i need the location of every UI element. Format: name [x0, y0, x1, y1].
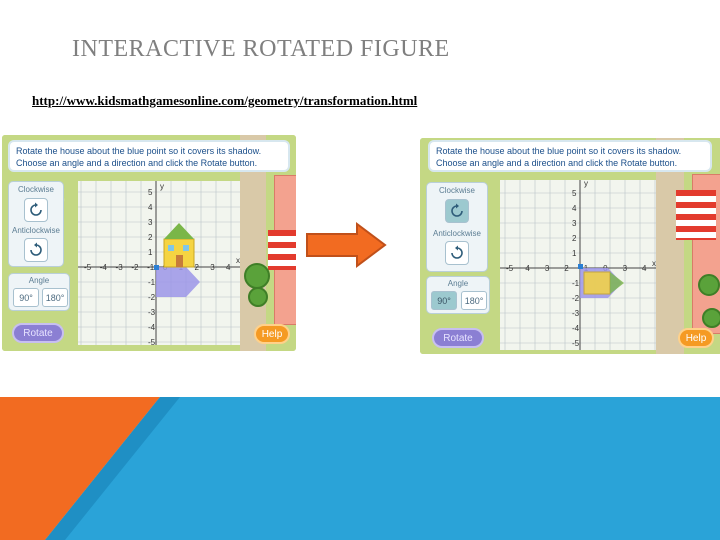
y-tick-label: -5: [572, 339, 580, 348]
angle-panel: Angle 90° 180°: [8, 273, 70, 311]
x-tick-label: -4: [100, 263, 108, 272]
angle-label: Angle: [28, 276, 50, 285]
awning: [268, 230, 296, 270]
angle-panel: Angle 90° 180°: [426, 276, 490, 314]
angle-90-button[interactable]: 90°: [431, 291, 457, 310]
slide-title: INTERACTIVE ROTATED FIGURE: [72, 36, 450, 62]
coordinate-grid: -5432103454321-1-2-3-4-5 x y: [500, 180, 656, 350]
tree: [244, 263, 270, 289]
y-tick-label: -5: [148, 338, 156, 345]
y-tick-label: 4: [572, 204, 577, 213]
house-door: [176, 255, 183, 267]
anticlockwise-label: Anticlockwise: [11, 226, 60, 235]
x-axis-label: x: [652, 259, 656, 268]
help-button[interactable]: Help: [254, 324, 290, 344]
x-tick-label: 3: [545, 264, 550, 273]
house-shadow: [156, 267, 200, 297]
clockwise-rotate-icon: [30, 202, 42, 216]
x-tick-label: 2: [564, 264, 569, 273]
x-tick-label: -5: [506, 264, 514, 273]
x-tick-label: 4: [642, 264, 647, 273]
y-axis-label: y: [584, 180, 588, 188]
x-tick-label: 3: [210, 263, 215, 272]
y-tick-label: -3: [148, 308, 156, 317]
y-tick-label: 4: [148, 203, 153, 212]
anticlockwise-label: Anticlockwise: [432, 229, 481, 238]
clockwise-label: Clockwise: [17, 185, 54, 194]
x-axis-label: x: [236, 256, 240, 265]
clockwise-button[interactable]: [24, 198, 48, 222]
y-tick-label: -4: [572, 324, 580, 333]
right-arrow-icon: [306, 222, 387, 268]
angle-180-button[interactable]: 180°: [461, 291, 487, 310]
y-tick-label: 5: [148, 188, 153, 197]
y-tick-label: 1: [572, 249, 577, 258]
angle-label: Angle: [447, 279, 469, 288]
grid-svg: -5432103454321-1-2-3-4-5 x y: [500, 180, 656, 350]
help-button[interactable]: Help: [678, 328, 714, 348]
anticlockwise-button[interactable]: [24, 238, 48, 262]
angle-180-button[interactable]: 180°: [42, 288, 68, 307]
y-tick-label: 2: [572, 234, 577, 243]
tree: [702, 308, 720, 328]
awning: [676, 190, 716, 240]
y-axis-label: y: [160, 182, 164, 191]
source-link[interactable]: http://www.kidsmathgamesonline.com/geome…: [32, 93, 418, 108]
x-tick-label: -3: [116, 263, 124, 272]
x-tick-label: 4: [525, 264, 530, 273]
y-tick-label: 1: [148, 248, 153, 257]
rotate-button[interactable]: Rotate: [432, 328, 484, 348]
clockwise-rotate-icon: [451, 203, 463, 217]
rotation-center-point[interactable]: [154, 265, 159, 270]
x-tick-label: 3: [623, 264, 628, 273]
y-tick-label: 3: [148, 218, 153, 227]
y-tick-label: -1: [148, 278, 156, 287]
anticlockwise-button[interactable]: [445, 241, 469, 265]
grid-svg: -5-4-3-2-10123454321-1-2-3-4-5 x y: [78, 181, 240, 345]
house-window: [168, 245, 174, 251]
instruction-text: Rotate the house about the blue point so…: [428, 140, 712, 172]
tree: [248, 287, 268, 307]
x-tick-label: 4: [226, 263, 231, 272]
y-tick-label: -4: [148, 323, 156, 332]
x-tick-label: -2: [131, 263, 139, 272]
rotation-center-point[interactable]: [578, 264, 583, 269]
rotate-button[interactable]: Rotate: [12, 323, 64, 343]
sidewalk: [656, 138, 684, 354]
house-roof: [164, 223, 194, 239]
x-tick-label: -5: [84, 263, 92, 272]
direction-panel: Clockwise Anticlockwise: [8, 181, 64, 267]
house-roof-rotated: [610, 272, 624, 294]
angle-90-button[interactable]: 90°: [13, 288, 39, 307]
game-screenshot-before: Rotate the house about the blue point so…: [2, 135, 296, 351]
y-tick-label: -1: [572, 279, 580, 288]
anticlockwise-rotate-icon: [451, 245, 463, 259]
direction-panel: Clockwise Anticlockwise: [426, 182, 488, 272]
y-tick-label: 5: [572, 189, 577, 198]
game-screenshot-after: Rotate the house about the blue point so…: [420, 138, 720, 354]
house-window: [183, 245, 189, 251]
transition-arrow: [305, 222, 387, 268]
clockwise-button[interactable]: [445, 199, 469, 223]
y-tick-label: 3: [572, 219, 577, 228]
clockwise-label: Clockwise: [438, 186, 475, 195]
tree: [698, 274, 720, 296]
house-body-rotated: [583, 271, 611, 295]
instruction-text: Rotate the house about the blue point so…: [8, 140, 290, 172]
coordinate-grid: -5-4-3-2-10123454321-1-2-3-4-5 x y: [78, 181, 240, 345]
y-tick-label: -3: [572, 309, 580, 318]
y-tick-label: -2: [572, 294, 580, 303]
x-tick-label: -1: [147, 263, 155, 272]
x-tick-label: 2: [194, 263, 199, 272]
y-tick-label: 2: [148, 233, 153, 242]
y-tick-label: -2: [148, 293, 156, 302]
anticlockwise-rotate-icon: [30, 242, 42, 256]
